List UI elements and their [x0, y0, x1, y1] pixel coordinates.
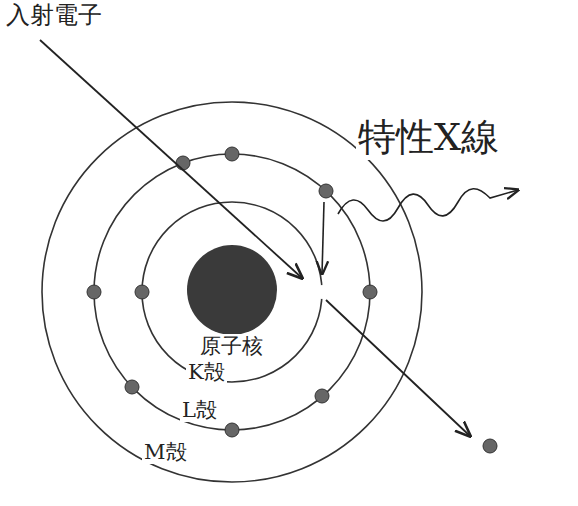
nucleus	[187, 245, 277, 335]
electron	[315, 389, 329, 403]
nucleus-label: 原子核	[198, 334, 265, 358]
incident-path	[40, 40, 302, 278]
shell-label: K殻	[186, 360, 227, 384]
electron	[483, 439, 497, 453]
electron	[125, 380, 139, 394]
shell-label: M殻	[142, 440, 189, 464]
electron	[319, 184, 333, 198]
hole	[315, 285, 329, 299]
electron	[87, 285, 101, 299]
electron	[363, 285, 377, 299]
k-shell	[142, 202, 322, 382]
scattered-path	[326, 300, 470, 436]
incident-electron-label: 入射電子	[4, 2, 104, 30]
electron	[176, 156, 190, 170]
transition-arrow	[322, 202, 324, 274]
xray-label: 特性X線	[356, 116, 501, 160]
electron	[225, 423, 239, 437]
electron	[135, 285, 149, 299]
xray-wave	[338, 189, 518, 221]
l-shell	[94, 154, 370, 430]
electron	[225, 147, 239, 161]
shell-label: L殻	[180, 398, 219, 422]
